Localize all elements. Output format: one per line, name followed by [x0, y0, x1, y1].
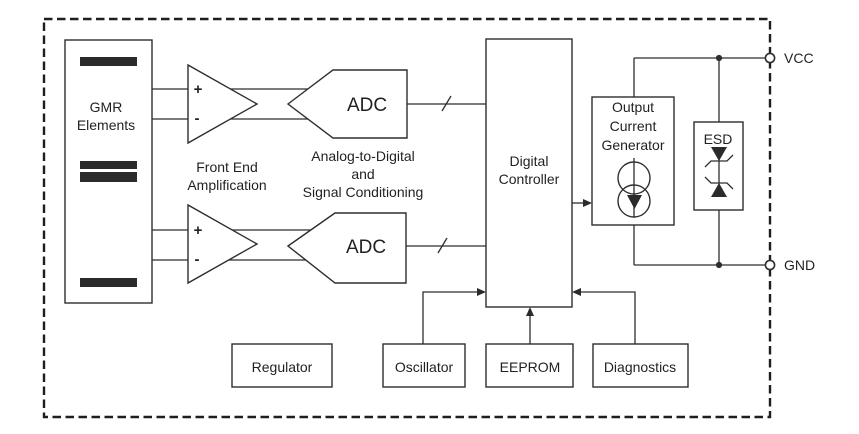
ocg-label-line1: Output: [612, 99, 654, 115]
amp-bottom-plus-sign: +: [194, 222, 203, 239]
front-end-amplifier-top: + -: [187, 63, 259, 145]
gmr-resistor-bar-icon: [80, 278, 137, 287]
ocg-label-line2: Current: [610, 118, 657, 134]
current-direction-arrow-icon: [627, 195, 642, 209]
arrowhead-controller-to-ocg-icon: [583, 199, 592, 207]
junction-dot-gnd: [715, 261, 723, 269]
adc-caption: Analog-to-Digital and Signal Conditionin…: [303, 148, 424, 200]
amp-bottom-minus-sign: -: [195, 251, 200, 268]
oscillator-block: Oscillator: [382, 343, 466, 388]
regulator-box: [231, 343, 333, 388]
gmr-resistor-bar-icon: [80, 161, 137, 169]
front-end-label-line1: Front End: [196, 159, 257, 175]
ocg-label-line3: Generator: [601, 137, 664, 153]
output-current-generator-block: Output Current Generator: [591, 96, 675, 226]
oscillator-label: Oscillator: [395, 359, 454, 375]
gnd-terminal-pin-icon: [764, 259, 776, 271]
bus-slash-bottom: [437, 237, 448, 254]
eeprom-box: [485, 343, 574, 388]
vcc-terminal-label: VCC: [784, 50, 814, 66]
opamp-triangle-icon: [187, 203, 259, 285]
gnd-terminal-label: GND: [784, 257, 815, 273]
adc-bottom-block: ADC: [286, 212, 407, 284]
adc-bottom-label: ADC: [346, 237, 386, 258]
gmr-resistor-bar-icon: [80, 57, 137, 66]
opamp-triangle-icon: [187, 63, 259, 145]
chip-boundary-dashed-border: [42, 17, 772, 419]
front-end-caption: Front End Amplification: [187, 159, 266, 193]
junctions-and-terminals: VCC GND: [715, 50, 815, 273]
regulator-label: Regulator: [252, 359, 313, 375]
vcc-terminal-pin-icon: [764, 52, 776, 64]
gmr-elements-label-line2: Elements: [77, 117, 135, 133]
amp-top-plus-sign: +: [194, 81, 203, 98]
junction-dot-vcc: [715, 54, 723, 62]
digital-controller-box: [485, 38, 573, 308]
digital-controller-label-line2: Controller: [499, 171, 560, 187]
diagnostics-block: Diagnostics: [592, 343, 689, 388]
wire-oscillator-to-controller: [422, 291, 480, 345]
front-end-label-line2: Amplification: [187, 177, 266, 193]
regulator-block: Regulator: [231, 343, 333, 388]
gmr-elements-box: [64, 39, 153, 304]
wire-diagnostics-to-controller: [578, 291, 636, 345]
esd-block: ESD: [693, 121, 744, 211]
zener-diode-down-icon: [711, 147, 727, 161]
digital-controller-label-line1: Digital: [510, 153, 549, 169]
zener-diode-up-icon: [711, 183, 727, 197]
adc-caption-line1: Analog-to-Digital: [311, 148, 415, 164]
digital-controller-block: Digital Controller: [485, 38, 573, 308]
zener-bar-top-icon: [704, 154, 734, 168]
adc-caption-line3: Signal Conditioning: [303, 184, 424, 200]
arrowhead-oscillator-icon: [477, 288, 486, 296]
oscillator-box: [382, 343, 466, 388]
current-source-circle-icon: [617, 184, 651, 218]
eeprom-label: EEPROM: [500, 359, 561, 375]
current-source-circle-icon: [617, 161, 651, 195]
eeprom-block: EEPROM: [485, 343, 574, 388]
bus-slash-top: [441, 95, 452, 112]
gmr-elements-block: GMR Elements: [64, 39, 153, 304]
arrowhead-diagnostics-icon: [572, 288, 581, 296]
arrowhead-eeprom-icon: [526, 307, 534, 316]
diagnostics-box: [592, 343, 689, 388]
adc-caption-line2: and: [351, 166, 374, 182]
adc-top-label: ADC: [347, 95, 387, 116]
gmr-resistor-bar-icon: [80, 172, 137, 182]
adc-top-block: ADC: [286, 69, 408, 139]
amp-top-minus-sign: -: [195, 110, 200, 127]
esd-label: ESD: [704, 131, 733, 147]
adc-bottom-pentagon: [286, 212, 407, 284]
diagnostics-label: Diagnostics: [604, 359, 676, 375]
arrowheads: [477, 199, 592, 316]
adc-top-pentagon: [286, 69, 408, 139]
front-end-amplifier-bottom: + -: [187, 203, 259, 285]
gmr-elements-label-line1: GMR: [90, 99, 123, 115]
